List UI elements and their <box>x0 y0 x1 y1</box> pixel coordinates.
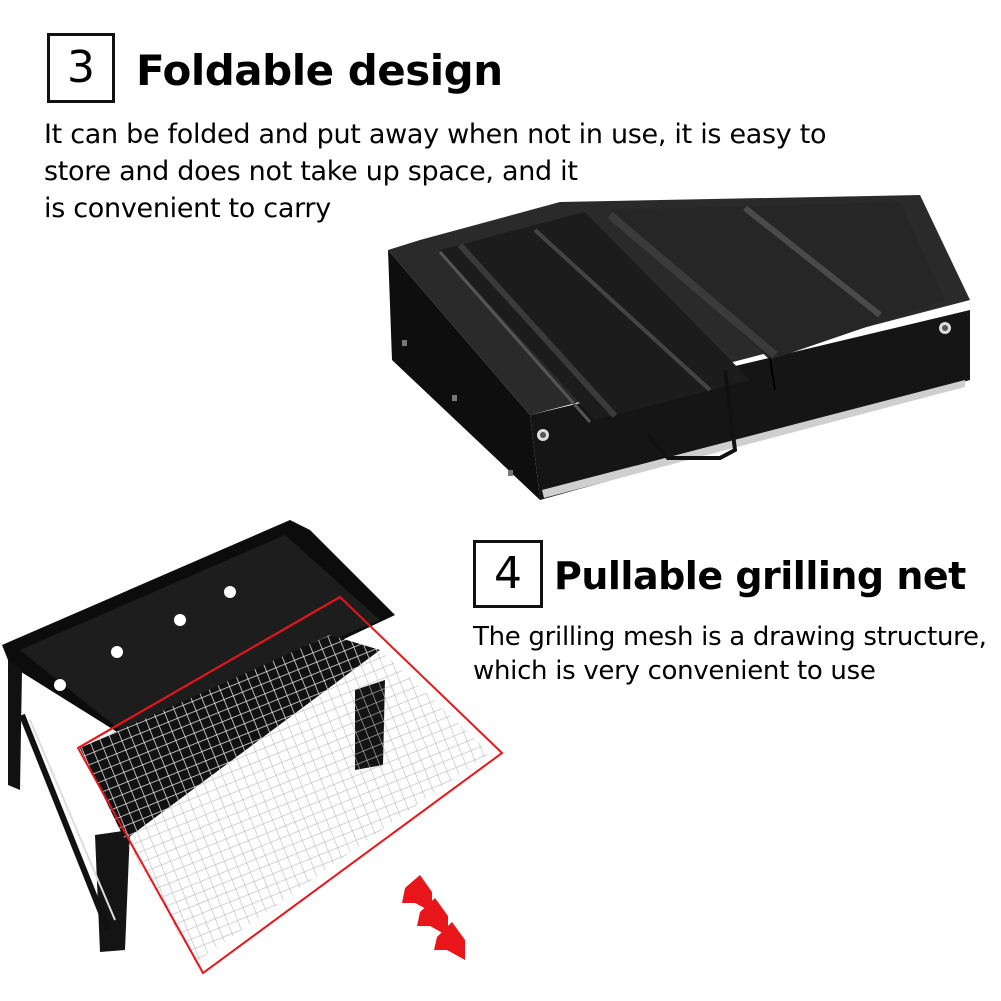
section-4-description: The grilling mesh is a drawing structure… <box>473 622 987 686</box>
section-3-description: It can be folded and put away when not i… <box>44 119 827 224</box>
section-3-title: Foldable design <box>136 46 503 95</box>
grill-with-pulled-mesh-image <box>2 520 504 975</box>
triple-chevron-down-right-icon <box>402 875 465 960</box>
section-3-number: 3 <box>67 42 95 93</box>
section-4-title: Pullable grilling net <box>554 554 966 598</box>
section-4-number: 4 <box>494 548 522 599</box>
section-4-number-box: 4 <box>473 540 543 608</box>
folded-grill-case-image <box>388 195 970 500</box>
section-3-number-box: 3 <box>47 33 115 103</box>
